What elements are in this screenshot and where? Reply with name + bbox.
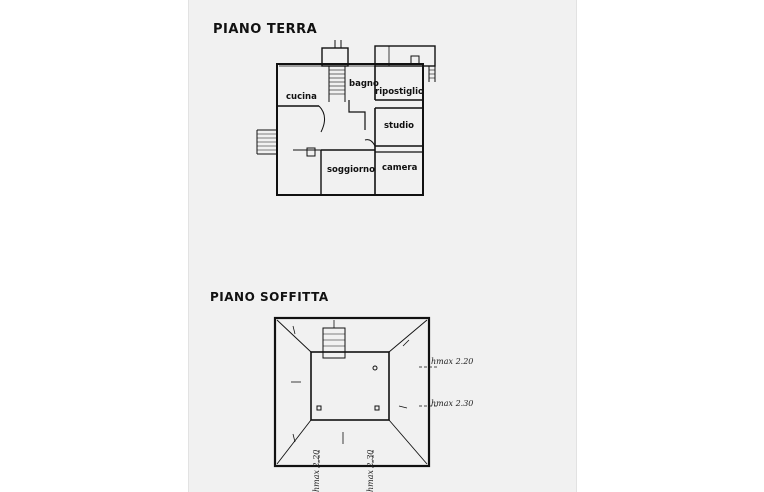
- room-label-ripostiglio: ripostiglio: [375, 87, 424, 97]
- attic-fixtures: [316, 365, 380, 411]
- attic-central-room: [310, 351, 390, 421]
- ground-floor-plan: [256, 40, 436, 196]
- slope-arrows: [291, 325, 410, 444]
- floor-plan-sheet: PIANO TERRA PIANO SOFFITTA: [188, 0, 577, 492]
- ground-floor-title: PIANO TERRA: [213, 22, 318, 37]
- attic-stairwell: [322, 320, 346, 359]
- west-porch: [256, 126, 278, 195]
- room-label-cucina: cucina: [286, 92, 317, 102]
- height-label-south-left: hmax 2.20: [312, 450, 321, 492]
- room-label-studio: studio: [384, 121, 414, 131]
- floor-plan-drawing: cucina bagno ripostiglio studio soggiorn…: [256, 40, 473, 492]
- interior-walls: [277, 66, 423, 195]
- room-label-camera: camera: [382, 163, 418, 173]
- room-label-bagno: bagno: [349, 79, 379, 89]
- attic-floor-plan: [273, 316, 439, 470]
- height-markers: [318, 366, 439, 470]
- height-label-east-top: hmax 2.20: [431, 357, 473, 366]
- stair-tower: [321, 40, 349, 102]
- attic-outer-walls: [273, 316, 431, 468]
- height-label-south-right: hmax 2.30: [366, 450, 375, 492]
- room-label-soggiorno: soggiorno: [327, 165, 375, 175]
- roof-hip-lines: [276, 319, 428, 465]
- north-terrace: [374, 45, 436, 82]
- attic-floor-title: PIANO SOFFITTA: [210, 290, 329, 304]
- height-label-east-bottom: hmax 2.30: [431, 399, 473, 408]
